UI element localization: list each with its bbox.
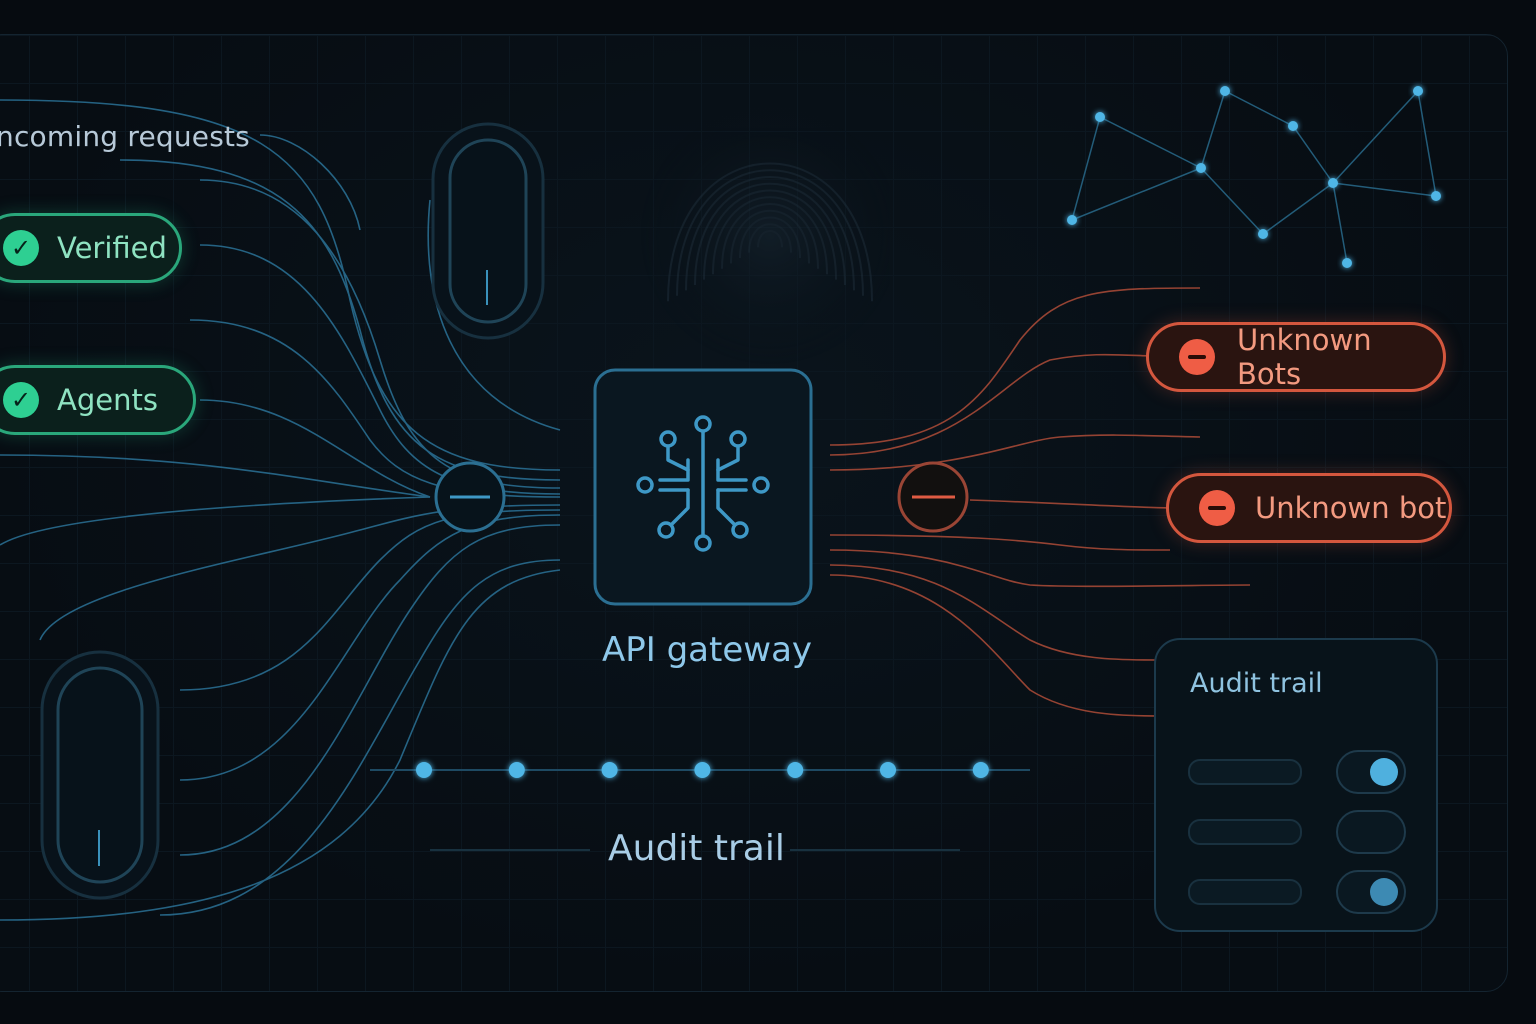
network-constellation xyxy=(1067,86,1441,268)
unknown-bot-pill: Unknown bot xyxy=(1166,473,1452,543)
audit-trail-panel: Audit trail xyxy=(1154,638,1438,932)
audit-row-toggle[interactable] xyxy=(1336,750,1406,794)
minus-circle-icon xyxy=(1179,339,1215,375)
junction-node-left xyxy=(434,461,506,533)
capsule-bottom xyxy=(40,650,160,900)
unknown-bots-pill: Unknown Bots xyxy=(1146,322,1446,392)
constellation-link xyxy=(1332,182,1348,264)
verified-label: Verified xyxy=(57,231,167,265)
constellation-node xyxy=(1328,178,1338,188)
timeline-dot xyxy=(416,762,432,778)
constellation-link xyxy=(1200,90,1226,169)
minus-circle-icon xyxy=(1199,490,1235,526)
unknown-bots-label: Unknown Bots xyxy=(1237,323,1372,391)
timeline-dot xyxy=(787,762,804,778)
constellation-node xyxy=(1413,86,1423,96)
circuit-brain-icon xyxy=(636,415,770,552)
audit-timeline xyxy=(370,762,1030,851)
capsule-top xyxy=(431,122,545,340)
audit-trail-label: Audit trail xyxy=(608,828,785,869)
constellation-link xyxy=(1332,182,1437,197)
audit-row-bar xyxy=(1188,879,1302,905)
constellation-link xyxy=(1224,90,1294,127)
constellation-link xyxy=(1262,182,1334,235)
check-icon: ✓ xyxy=(3,382,39,418)
constellation-node xyxy=(1258,229,1268,239)
constellation-link xyxy=(1292,125,1334,184)
timeline-dot xyxy=(880,762,896,778)
constellation-link xyxy=(1200,167,1264,235)
constellation-node xyxy=(1342,258,1352,268)
fingerprint-icon xyxy=(640,105,900,365)
incoming-requests-heading: ncoming requests xyxy=(0,120,250,153)
constellation-node xyxy=(1220,86,1230,96)
audit-row-bar xyxy=(1188,759,1302,785)
api-gateway-node xyxy=(593,368,813,606)
junction-node-right xyxy=(897,461,969,533)
constellation-node xyxy=(1196,163,1206,173)
toggle-knob xyxy=(1370,758,1398,786)
agents-pill: ✓ Agents xyxy=(0,365,196,435)
verified-pill: ✓ Verified xyxy=(0,213,182,283)
incoming-flow-lines xyxy=(0,99,561,921)
timeline-dot xyxy=(508,762,525,778)
constellation-node xyxy=(1431,191,1441,201)
timeline-dot xyxy=(601,762,618,778)
audit-row-toggle[interactable] xyxy=(1336,810,1406,854)
agents-label: Agents xyxy=(57,383,158,417)
constellation-link xyxy=(1071,167,1202,221)
audit-row-bar xyxy=(1188,819,1302,845)
timeline-dot xyxy=(972,762,989,778)
timeline-dot xyxy=(694,762,711,778)
unknown-bot-label: Unknown bot xyxy=(1255,491,1447,525)
constellation-link xyxy=(1417,90,1437,197)
api-gateway-label: API gateway xyxy=(602,630,813,670)
audit-row-toggle[interactable] xyxy=(1336,870,1406,914)
constellation-node xyxy=(1067,215,1077,225)
check-icon: ✓ xyxy=(3,230,39,266)
audit-panel-title: Audit trail xyxy=(1190,668,1323,699)
constellation-link xyxy=(1099,116,1202,169)
constellation-link xyxy=(1332,90,1419,184)
toggle-knob xyxy=(1370,878,1398,906)
constellation-node xyxy=(1095,112,1105,122)
constellation-node xyxy=(1288,121,1298,131)
constellation-link xyxy=(1071,116,1101,221)
